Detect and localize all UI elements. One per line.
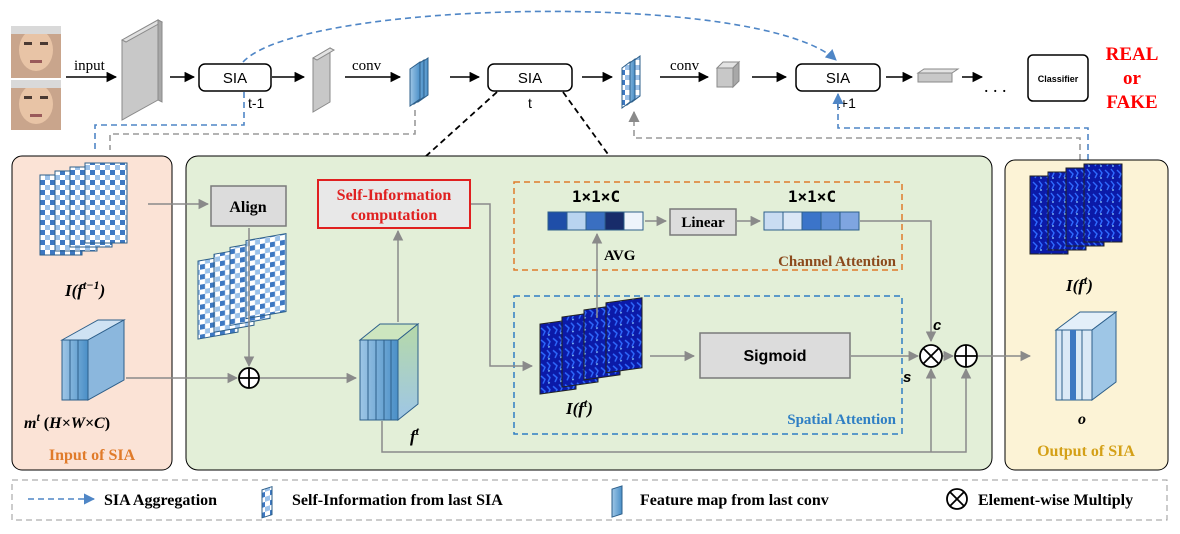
sia-block-next: [795, 63, 881, 92]
classifier-label: Classifier: [1038, 74, 1079, 84]
sia-block-prev: [198, 63, 272, 92]
legend-self-info-swatch: [261, 485, 273, 519]
input-tensor: [120, 19, 164, 121]
channel-attention-title: Channel Attention: [778, 254, 897, 270]
input-feature-label: mt (H×W×C): [24, 410, 110, 432]
prev-self-info-stack: [39, 162, 128, 256]
spatial-attention-title: Spatial Attention: [787, 412, 896, 428]
legend-multiply-icon: [946, 488, 968, 510]
avg-label: AVG: [604, 248, 636, 264]
result-real: REAL: [1106, 44, 1159, 65]
sigmoid-block: [699, 332, 851, 379]
output-heatmap-stack: [1029, 163, 1123, 255]
linear-block: [669, 208, 737, 236]
heatmap-label: I(ft): [565, 396, 593, 418]
main-panel: Channel Attention Spatial Attention Alig…: [126, 155, 993, 471]
aggregation-to-input: [94, 92, 245, 150]
input-feature-stack: [60, 319, 126, 401]
output-o-label: o: [1078, 411, 1086, 428]
legend-multiply-label: Element-wise Multiply: [978, 492, 1133, 509]
multiply-operator-icon: [919, 344, 943, 368]
time-label-prev: t-1: [248, 95, 265, 111]
feature-map-stack: [409, 57, 429, 107]
align-label: Align: [229, 199, 266, 216]
self-info-block: [317, 179, 471, 229]
ft-label: ft: [410, 424, 420, 446]
legend-aggregation-label: SIA Aggregation: [104, 492, 217, 509]
ft-feature-stack: [358, 322, 420, 422]
conv-label: conv: [352, 58, 382, 74]
residual-add-icon: [954, 344, 978, 368]
spatial-attention-box: [513, 295, 903, 435]
output-panel: I(ft) o Output of SIA: [978, 159, 1169, 471]
output-to-next-blue: [832, 92, 1089, 160]
legend-feature-map-label: Feature map from last conv: [640, 492, 829, 509]
face-image: [11, 80, 61, 130]
result-fake: FAKE: [1106, 92, 1157, 113]
flat-tensor: [916, 68, 960, 83]
aligned-self-info-stack: [197, 232, 287, 340]
classifier-block: [1027, 54, 1089, 102]
output-to-next-gray: [628, 110, 1081, 160]
result-or: or: [1123, 68, 1142, 89]
zoom-line: [424, 91, 498, 158]
conv-label-2: conv: [670, 58, 700, 74]
zoom-line: [562, 91, 611, 158]
self-info-to-heatmap-arrow: [471, 203, 534, 372]
time-label-current: t: [528, 95, 532, 111]
legend-self-info-label: Self-Information from last SIA: [292, 492, 503, 509]
sia-block-current: [487, 63, 573, 92]
c-label: c: [933, 317, 942, 334]
add-operator-icon: [238, 367, 260, 389]
conv-cube: [715, 60, 741, 89]
sia-block-next-label: SIA: [826, 70, 850, 87]
input-label: input: [74, 58, 106, 74]
self-info-label-1: Self-Information: [337, 187, 452, 204]
legend-feature-map-swatch: [611, 485, 623, 518]
aggregation-curve: [242, 10, 837, 63]
time-label-next: t+1: [836, 95, 856, 111]
channel-vector-left: [547, 211, 644, 231]
ellipsis: . . .: [984, 76, 1007, 96]
sia-block-prev-label: SIA: [223, 70, 247, 87]
output-feature-stack: [1054, 311, 1118, 401]
self-info-label-2: computation: [351, 207, 437, 224]
output-panel-title: Output of SIA: [1037, 443, 1135, 460]
top-pipeline: input SIA t-1 conv SIA t: [11, 10, 1159, 160]
ft-residual-path: [381, 367, 972, 453]
conv-tensor: [311, 47, 336, 113]
input-panel-title: Input of SIA: [49, 447, 136, 464]
face-image: [11, 26, 61, 78]
sia-block-current-label: SIA: [518, 70, 542, 87]
output-info-label: I(ft): [1065, 273, 1093, 295]
channel-attention-box: [513, 181, 903, 271]
channel-to-multiply-arrow: [860, 220, 937, 343]
legend: SIA Aggregation Self-Information from la…: [11, 479, 1168, 521]
checker-feature-stack: [621, 55, 641, 109]
feature-to-input: [109, 110, 416, 150]
sigmoid-label: Sigmoid: [743, 348, 806, 365]
s-label: s: [903, 369, 911, 386]
linear-label: Linear: [681, 215, 725, 231]
align-block: [210, 185, 287, 227]
channel-dim-right: 1×1×C: [788, 187, 836, 206]
channel-vector-right: [763, 211, 860, 231]
channel-dim-left: 1×1×C: [572, 187, 620, 206]
self-info-heatmap-stack: [539, 297, 643, 395]
input-panel: I(ft−1) mt (H×W×C) Input of SIA: [11, 155, 173, 471]
